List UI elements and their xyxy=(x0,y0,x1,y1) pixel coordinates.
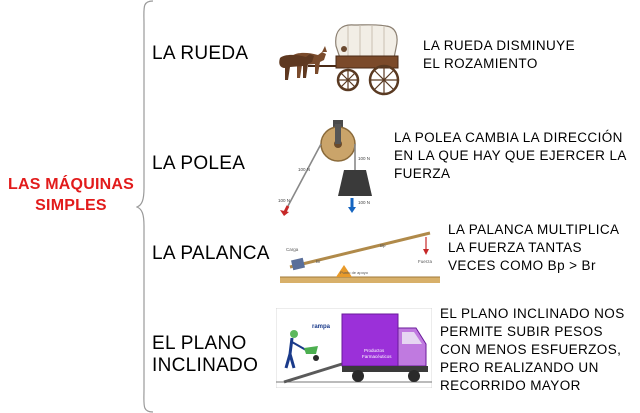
pulley-icon: 100 N 100 N 100 N 100 N xyxy=(278,120,372,216)
ramp-label: rampa xyxy=(312,324,331,330)
main-title-line-1: LAS MÁQUINAS xyxy=(8,176,134,193)
machine-description-polea: LA POLEA CAMBIA LA DIRECCIÓN EN LA QUE H… xyxy=(394,130,627,181)
lever-load-label: Carga xyxy=(286,247,299,252)
curly-brace xyxy=(136,0,154,413)
pulley-right-force: 100 N xyxy=(358,156,370,161)
truck-ramp-icon: rampa Productos Farmacéuticos xyxy=(276,308,432,388)
main-title: LAS MÁQUINAS SIMPLES xyxy=(0,174,142,216)
pulley-bottom-right-force: 100 N xyxy=(358,200,370,205)
machine-description-rueda: LA RUEDA DISMINUYE EL ROZAMIENTO xyxy=(423,38,575,71)
lever-fulcrum-label: Punto de apoyo xyxy=(340,270,369,275)
main-title-line-2: SIMPLES xyxy=(35,197,107,214)
lever-bp-label: Bp xyxy=(380,243,386,248)
covered-wagon-icon xyxy=(279,24,400,96)
machine-label-plano-inclinado: EL PLANO INCLINADO xyxy=(152,333,259,376)
machine-label-palanca: LA PALANCA xyxy=(152,243,270,264)
lever-br-label: Br xyxy=(316,259,321,264)
pulley-bottom-left-force: 100 N xyxy=(278,198,290,203)
box-label-line-2: Farmacéuticos xyxy=(362,354,392,359)
lever-force-label: Fuerza xyxy=(418,259,433,264)
machine-description-palanca: LA PALANCA MULTIPLICA LA FUERZA TANTAS V… xyxy=(448,222,620,273)
machine-description-plano-inclinado: EL PLANO INCLINADO NOS PERMITE SUBIR PES… xyxy=(440,306,625,393)
box-label-line-1: Productos xyxy=(364,348,385,353)
lever-icon: Carga Punto de apoyo Fuerza Br Bp xyxy=(280,231,440,283)
pulley-left-force: 100 N xyxy=(298,167,310,172)
machine-label-polea: LA POLEA xyxy=(152,153,246,174)
machine-label-rueda: LA RUEDA xyxy=(152,43,249,64)
